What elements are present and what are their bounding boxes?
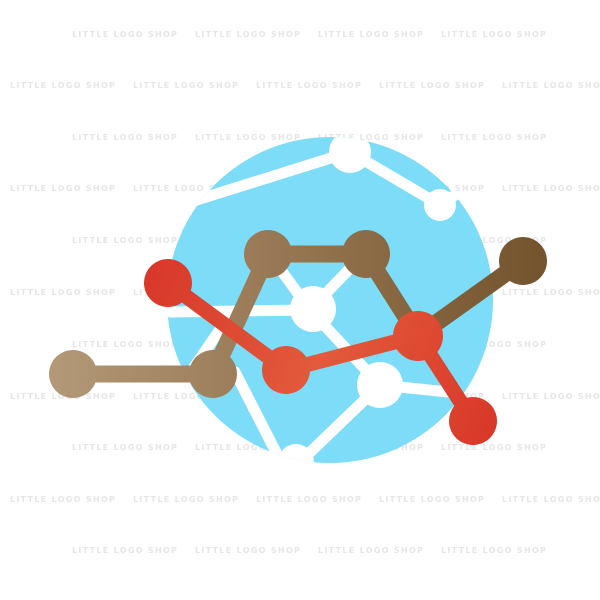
brown-atom: [49, 350, 97, 398]
globe-nodes: [278, 137, 456, 463]
red-atom: [449, 397, 497, 445]
red-molecule-chain: [144, 259, 497, 445]
brown-atom: [189, 350, 237, 398]
red-atom: [393, 311, 443, 361]
brown-atom: [244, 230, 292, 278]
red-atom: [262, 346, 310, 394]
brown-atom: [342, 230, 390, 278]
red-atom: [144, 259, 192, 307]
brown-atom: [499, 237, 547, 285]
